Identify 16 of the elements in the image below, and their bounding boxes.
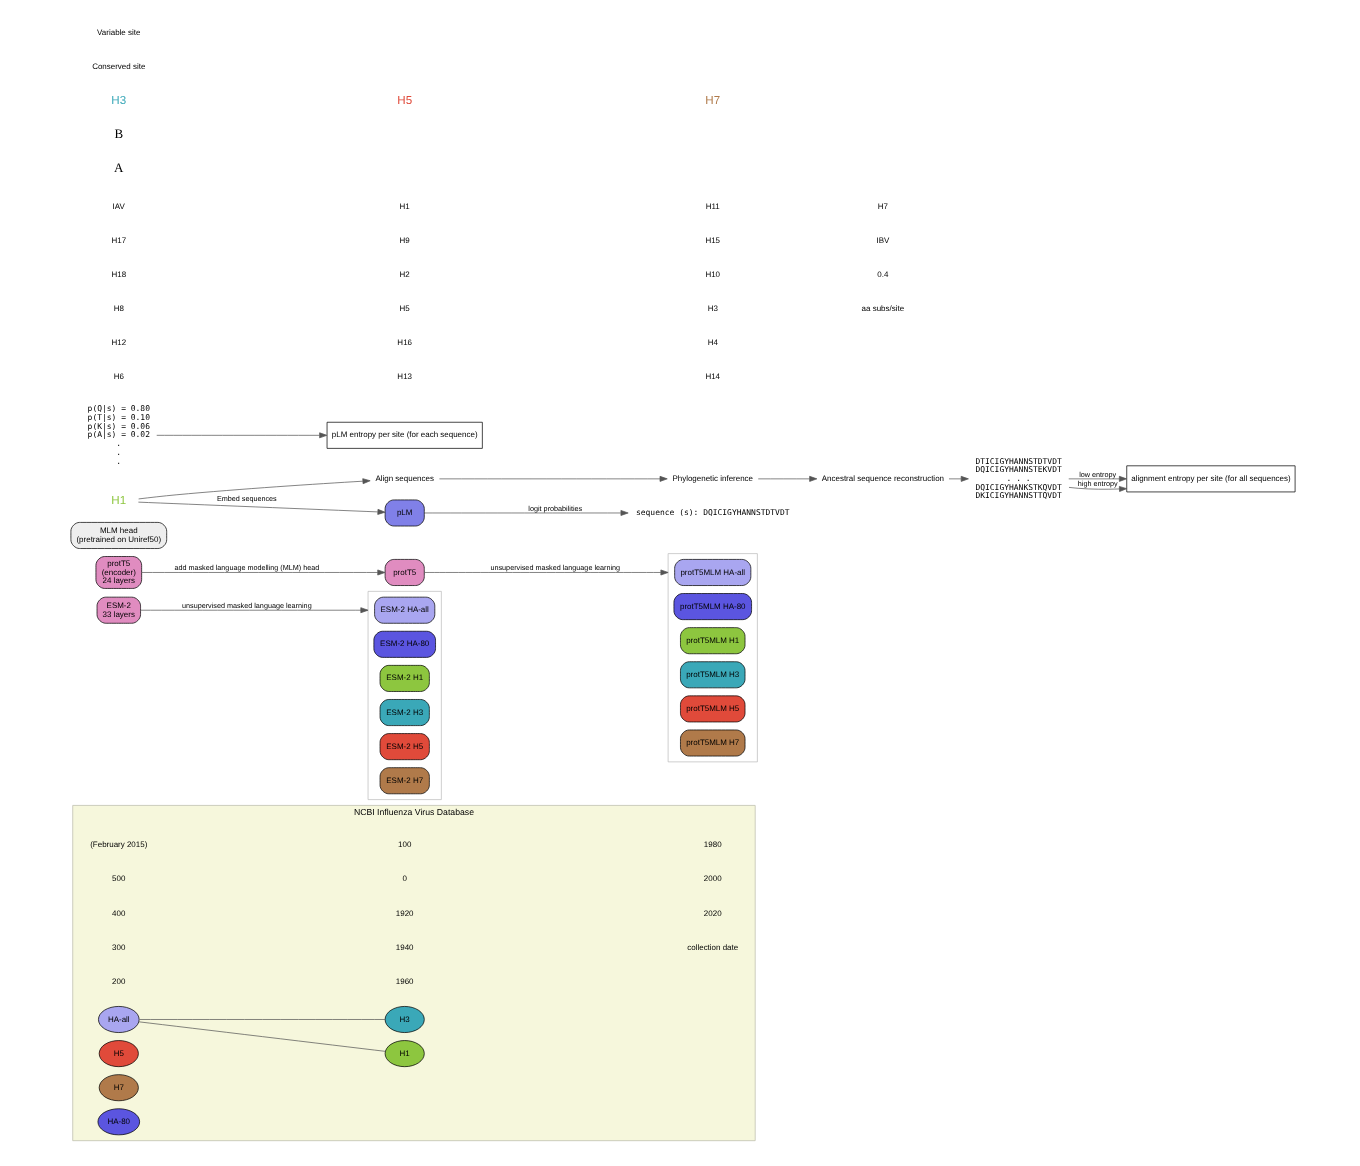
- arrow: [423, 569, 668, 576]
- arrow: [139, 607, 368, 614]
- arrow: [155, 432, 327, 439]
- arrow: [137, 501, 385, 515]
- arrow: [438, 475, 667, 482]
- connector: [138, 1019, 385, 1020]
- arrow: [947, 475, 968, 482]
- cluster: [366, 591, 441, 800]
- connector: [137, 1021, 385, 1052]
- arrow: [756, 475, 817, 482]
- arrow: [423, 510, 628, 516]
- arrow: [1067, 486, 1127, 492]
- arrow: [137, 478, 370, 500]
- arrow: [1067, 475, 1126, 482]
- arrow: [140, 569, 385, 576]
- cluster: [666, 553, 757, 763]
